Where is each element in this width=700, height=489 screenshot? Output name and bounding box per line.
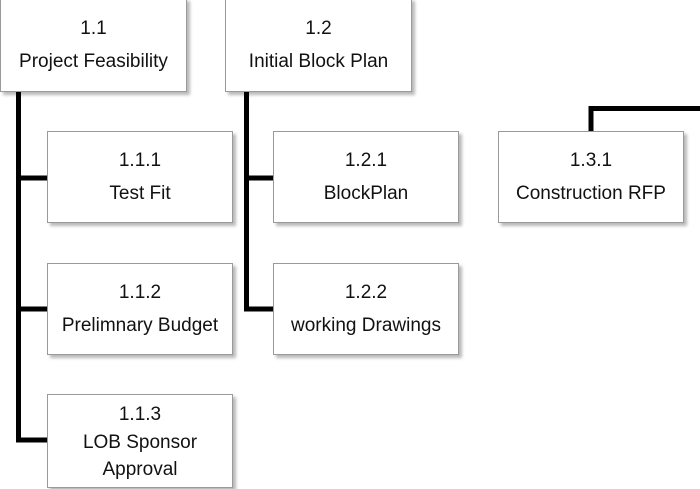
node-1-3-1-title: Construction RFP — [516, 183, 666, 204]
node-1-1-2-id: 1.1.2 — [118, 282, 162, 303]
node-1-1-1: 1.1.1 Test Fit — [47, 131, 233, 223]
node-1-1-3-title: LOB Sponsor Approval — [82, 431, 198, 480]
node-1-2: 1.2 Initial Block Plan — [225, 0, 412, 92]
node-1-2-title: Initial Block Plan — [248, 51, 389, 72]
node-1-2-id: 1.2 — [305, 18, 332, 39]
node-1-3-1-id: 1.3.1 — [569, 150, 613, 171]
node-1-2-2-id: 1.2.2 — [344, 282, 388, 303]
node-1-1: 1.1 Project Feasibility — [0, 0, 187, 92]
node-1-2-2-title: working Drawings — [291, 315, 441, 336]
node-1-2-1-title: BlockPlan — [323, 183, 409, 204]
node-1-1-id: 1.1 — [80, 18, 107, 39]
node-1-1-2: 1.1.2 Prelimnary Budget — [47, 263, 233, 355]
node-1-2-1: 1.2.1 BlockPlan — [273, 131, 459, 223]
node-1-1-1-title: Test Fit — [109, 183, 171, 204]
node-1-1-3-id: 1.1.3 — [118, 403, 162, 425]
node-1-1-title: Project Feasibility — [19, 51, 168, 72]
node-1-1-3: 1.1.3 LOB Sponsor Approval — [47, 394, 233, 488]
node-1-1-1-id: 1.1.1 — [118, 150, 162, 171]
node-1-1-2-title: Prelimnary Budget — [61, 315, 219, 336]
node-1-2-2: 1.2.2 working Drawings — [273, 263, 459, 355]
node-1-3-1: 1.3.1 Construction RFP — [498, 131, 684, 223]
connector-1-3-1-parent — [588, 106, 700, 133]
node-1-2-1-id: 1.2.1 — [344, 150, 388, 171]
